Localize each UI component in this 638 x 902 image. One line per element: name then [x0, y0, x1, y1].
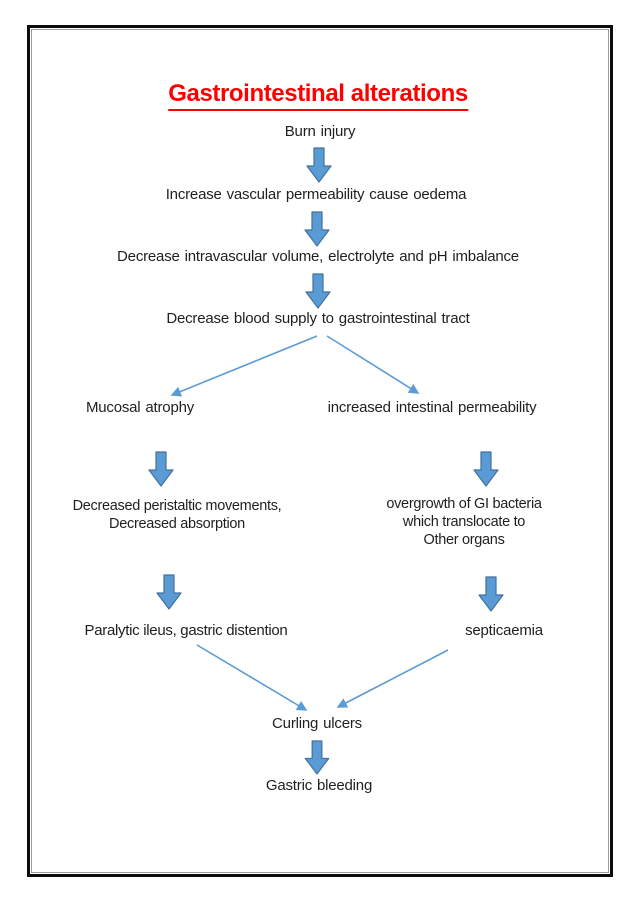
down-block-arrow-icon: [306, 147, 332, 183]
down-block-arrow-icon: [156, 574, 182, 610]
node-intravascular-volume: Decrease intravascular volume, electroly…: [117, 248, 519, 265]
node-curling-ulcers: Curling ulcers: [272, 715, 362, 732]
down-block-arrow-icon: [305, 273, 331, 309]
node-paralytic-ileus: Paralytic ileus, gastric distention: [84, 622, 288, 639]
down-block-arrow-icon: [148, 451, 174, 487]
down-block-arrow-icon: [304, 211, 330, 247]
node-peristaltic: Decreased peristaltic movements, Decreas…: [73, 497, 282, 533]
down-block-arrow-icon: [304, 740, 330, 775]
page-border: [27, 25, 613, 877]
node-intestinal-permeability: increased intestinal permeability: [327, 399, 537, 416]
node-burn-injury: Burn injury: [284, 123, 356, 140]
node-overgrowth-line3: Other organs: [423, 532, 505, 548]
node-peristaltic-line1: Decreased peristaltic movements,: [72, 498, 282, 514]
down-block-arrow-icon: [478, 576, 504, 612]
page-title: Gastrointestinal alterations: [168, 80, 468, 111]
node-mucosal-atrophy: Mucosal atrophy: [85, 399, 195, 416]
node-gastric-bleeding: Gastric bleeding: [265, 777, 373, 794]
node-overgrowth-line1: overgrowth of GI bacteria: [386, 496, 542, 512]
node-septicaemia: septicaemia: [465, 622, 543, 639]
node-vascular-permeability: Increase vascular permeability cause oed…: [165, 186, 467, 203]
node-peristaltic-line2: Decreased absorption: [109, 516, 245, 532]
node-blood-supply: Decrease blood supply to gastrointestina…: [166, 310, 470, 327]
node-overgrowth-line2: which translocate to: [402, 514, 526, 530]
page-border-inner-line: [31, 29, 609, 873]
node-overgrowth: overgrowth of GI bacteria which transloc…: [386, 495, 542, 549]
down-block-arrow-icon: [473, 451, 499, 487]
